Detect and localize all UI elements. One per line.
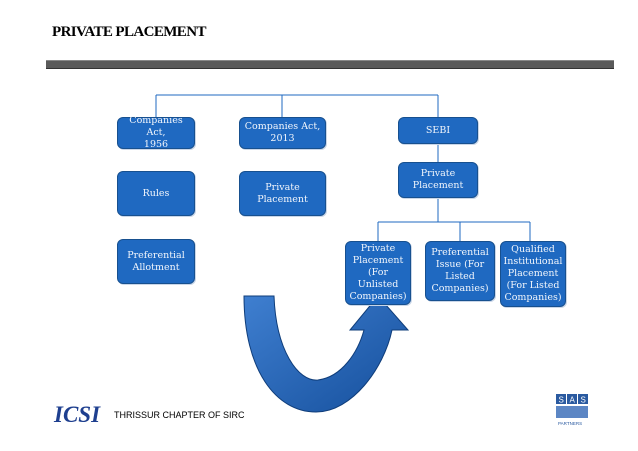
box-qualified-institutional-placement: Qualified Institutional Placement (For L… [500, 241, 566, 307]
box-companies-act-1956: Companies Act, 1956 [117, 115, 195, 150]
box-sebi: SEBI [398, 117, 478, 144]
box-private-placement-2013: Private Placement [239, 171, 326, 216]
sas-letter-3: S [581, 396, 586, 405]
sas-letter-1: S [559, 396, 564, 405]
page-title: PRIVATE PLACEMENT [52, 24, 206, 40]
title-divider-bar [46, 60, 614, 69]
box-rules: Rules [117, 171, 195, 216]
icsi-logo-text: ICSI [53, 402, 101, 427]
box-private-placement-unlisted: Private Placement (For Unlisted Companie… [345, 241, 411, 305]
sas-partners-logo: S A S PARTNERS [556, 394, 588, 426]
box-private-placement-sebi: Private Placement [398, 162, 478, 198]
icsi-logo: ICSI [52, 402, 104, 427]
box-preferential-allotment: Preferential Allotment [117, 239, 195, 284]
sas-caption: PARTNERS [558, 421, 582, 426]
sas-letter-2: A [570, 396, 576, 405]
curved-arrow-icon [243, 295, 410, 413]
box-companies-act-2013: Companies Act, 2013 [239, 117, 326, 149]
chapter-name: THRISSUR CHAPTER OF SIRC [114, 410, 245, 420]
box-preferential-issue-listed: Preferential Issue (For Listed Companies… [425, 241, 495, 301]
